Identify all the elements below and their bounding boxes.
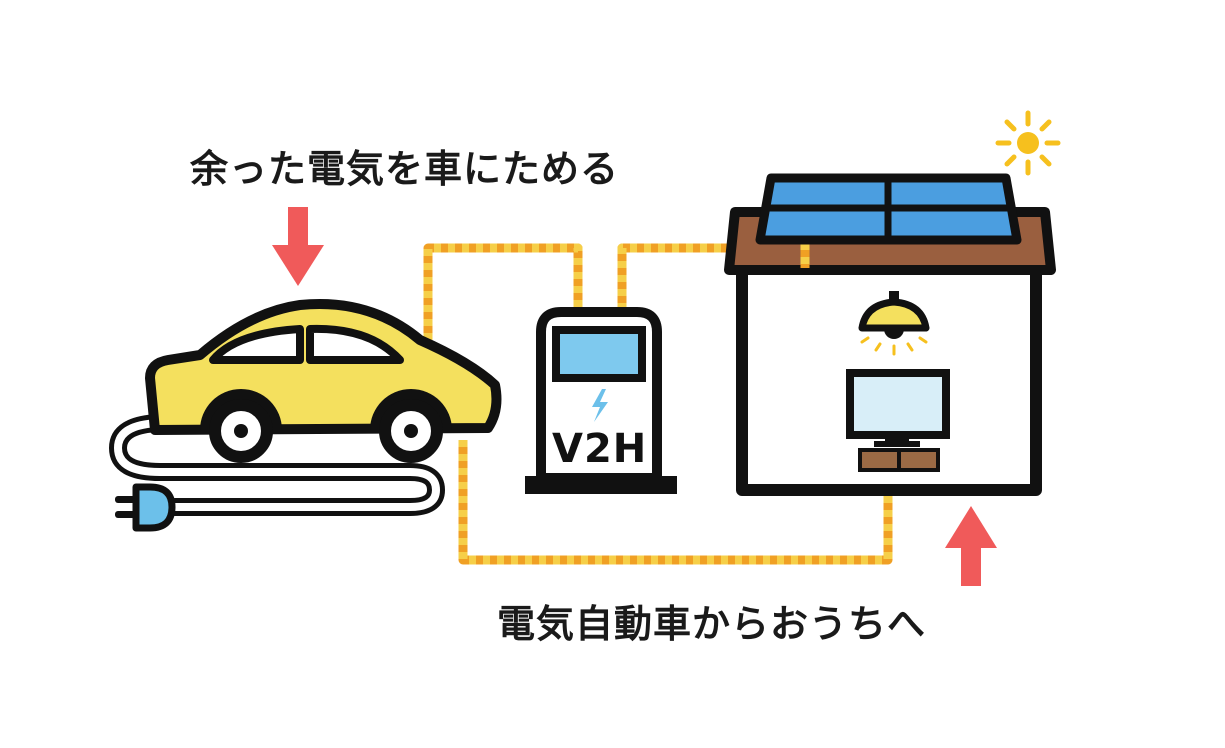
label-store-surplus-power: 余った電気を車にためる [190,147,620,191]
label-car-to-home: 電気自動車からおうちへ [497,602,927,646]
sun-icon [995,110,1061,176]
cable-car-to-charger [423,243,583,340]
charger-icon [525,307,677,494]
lightning-icon [592,389,608,422]
cable-car-to-house-bottom [458,440,893,565]
tv-icon [846,369,950,472]
plug-icon [115,483,176,532]
lamp-icon [858,291,930,356]
charger-label: V2H [552,426,648,472]
arrow-up-icon [945,506,997,586]
car-charging-cable [108,414,446,516]
arrow-down-icon [272,207,324,286]
car-icon [145,299,502,463]
cable-charger-to-house [617,243,735,310]
solar-panel-icon [755,173,1022,245]
